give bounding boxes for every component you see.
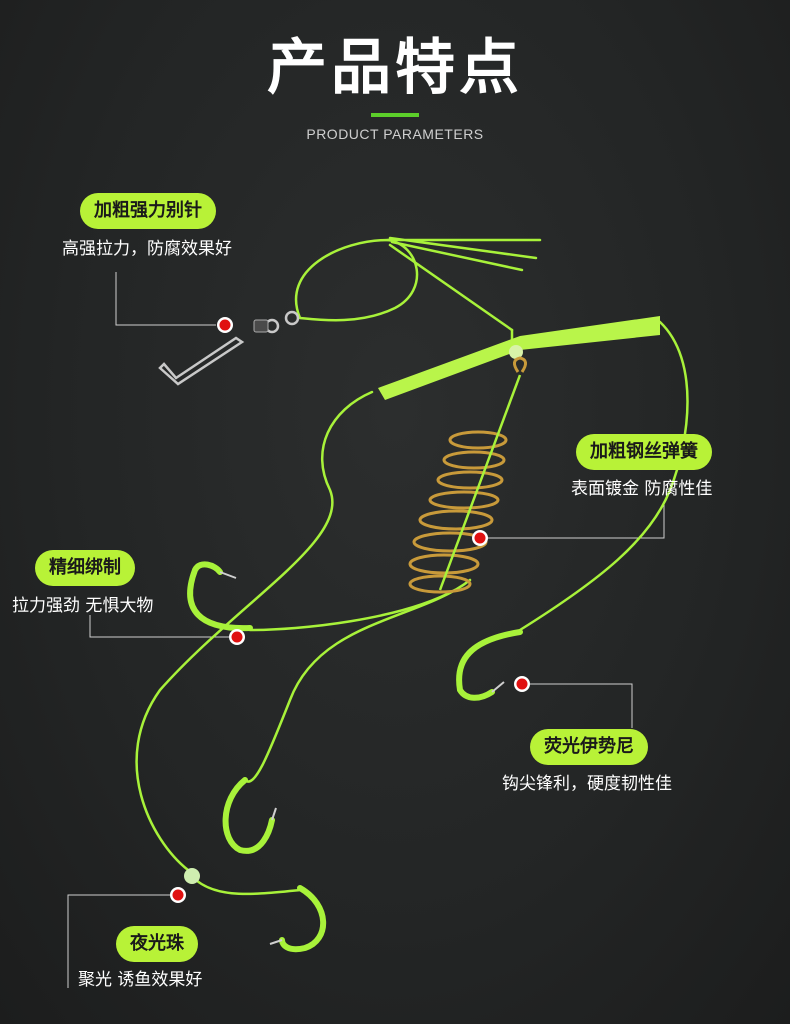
callout-markers xyxy=(170,317,530,903)
feature-tag-spring: 加粗钢丝弹簧 xyxy=(576,434,712,470)
title-underline xyxy=(371,113,419,117)
feature-tag-pin: 加粗强力别针 xyxy=(80,193,216,229)
feature-desc-tie: 拉力强劲 无惧大物 xyxy=(12,596,154,616)
page-subtitle: PRODUCT PARAMETERS xyxy=(306,126,484,142)
marker-bead xyxy=(170,887,186,903)
line-tie xyxy=(248,588,457,632)
loop-line xyxy=(294,238,419,322)
glow-bead-top xyxy=(509,345,523,359)
marker-hook xyxy=(514,676,530,692)
feature-desc-spring: 表面镀金 防腐性佳 xyxy=(571,479,713,499)
callout-line-hook xyxy=(530,683,633,728)
callout-lines xyxy=(67,272,665,988)
feature-tag-hook: 荧光伊势尼 xyxy=(530,729,648,765)
feature-desc-bead: 聚光 诱鱼效果好 xyxy=(78,970,203,990)
hook-bottom xyxy=(279,885,327,953)
feature-desc-pin: 高强拉力，防腐效果好 xyxy=(62,239,232,259)
hook-upper-left xyxy=(187,561,253,632)
callout-line-tie xyxy=(89,615,230,638)
marker-tie xyxy=(229,629,245,645)
spring-core-line xyxy=(438,374,522,591)
callout-line-bead xyxy=(67,894,174,988)
callout-line-pin xyxy=(115,272,216,326)
hook-points xyxy=(219,571,505,945)
line-left xyxy=(135,390,374,872)
tag-ends xyxy=(386,236,542,332)
spring-cage xyxy=(408,356,527,594)
line-bead-hook xyxy=(186,870,302,896)
hook-right xyxy=(456,629,523,701)
marker-pin xyxy=(217,317,233,333)
spring-eye xyxy=(513,356,527,373)
line-middle xyxy=(243,578,472,783)
line-right xyxy=(518,320,689,632)
marker-spring xyxy=(472,530,488,546)
callout-line-spring xyxy=(488,503,665,539)
feature-tag-bead: 夜光珠 xyxy=(116,926,198,962)
glow-bead-bottom xyxy=(184,868,200,884)
feature-tag-tie: 精细绑制 xyxy=(35,550,135,586)
page-title: 产品特点 xyxy=(267,33,523,103)
fluorescent-tube xyxy=(378,316,660,400)
hook-middle xyxy=(222,777,275,854)
swivel xyxy=(253,319,269,333)
hooks xyxy=(187,561,523,953)
feature-desc-hook: 钩尖锋利，硬度韧性佳 xyxy=(502,774,672,794)
